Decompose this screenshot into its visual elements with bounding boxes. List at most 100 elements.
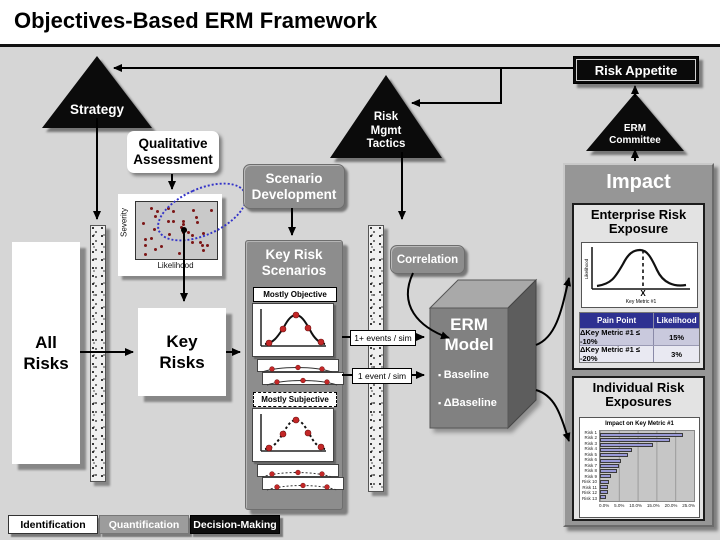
risk-dot: [182, 222, 186, 226]
scenario-development-node: Scenario Development: [243, 164, 345, 209]
risk-dot: [149, 236, 153, 240]
risk-dot: [194, 215, 198, 219]
pain-point-cell: ΔKey Metric #1 ≤ -10%: [580, 328, 655, 346]
risk-dot: [153, 247, 157, 251]
subjective-distribution-card: [252, 408, 334, 462]
objective-card-stack: [262, 372, 344, 386]
filter-bar-quantification: [368, 225, 384, 492]
risk-appetite-node: Risk Appetite: [573, 56, 699, 84]
risk-assessment-scatter: Severity Likelihood: [118, 170, 256, 276]
bar: [600, 490, 694, 495]
risk-dot: [167, 232, 171, 236]
tab-identification[interactable]: Identification: [8, 515, 98, 534]
risk-dot: [201, 249, 205, 253]
bar: [600, 463, 694, 468]
pain-table-header-1: Likelihood: [656, 316, 697, 325]
bar-chart-plot-area: [599, 430, 695, 502]
tab-quantification[interactable]: Quantification: [99, 515, 189, 534]
erm-delta-baseline-bullet: ΔBaseline: [438, 397, 497, 409]
risk-dot: [187, 230, 191, 234]
scatter-y-axis-label: Severity: [119, 208, 129, 237]
impact-panel: Impact Enterprise Risk Exposure X Key Me…: [563, 163, 714, 527]
bar: [600, 479, 694, 484]
one-plus-events-label: 1+ events / sim: [350, 330, 416, 346]
enterprise-risk-exposure-box: Enterprise Risk Exposure X Key Metric #1…: [572, 203, 705, 370]
pain-table-row: ΔKey Metric #1 ≤ -10% 15%: [580, 328, 699, 346]
diagram-canvas: Strategy Risk Mgmt Tactics ERM Committee…: [0, 47, 720, 540]
tab-decision-making[interactable]: Decision-Making: [190, 515, 280, 534]
risk-dot: [143, 243, 147, 247]
risk-dot: [178, 252, 182, 256]
pain-point-table: Pain Point Likelihood ΔKey Metric #1 ≤ -…: [579, 312, 700, 363]
enterprise-exposure-curve-chart: X Key Metric #1 Likelihood: [581, 242, 698, 308]
risk-dot: [166, 220, 170, 224]
risk-dot: [149, 207, 153, 211]
mostly-objective-label: Mostly Objective: [253, 287, 337, 302]
risk-dot: [141, 221, 145, 225]
risk-dot: [166, 207, 170, 211]
erm-committee-node: ERM Committee: [586, 93, 684, 151]
bar: [600, 469, 694, 474]
subjective-card-stack: [257, 464, 339, 478]
enterprise-risk-exposure-title: Enterprise Risk Exposure: [590, 207, 687, 237]
risk-dot: [190, 240, 194, 244]
bar-chart-title: Impact on Key Metric #1: [605, 421, 674, 427]
risk-dot: [153, 227, 157, 231]
all-risks-label: All Risks: [23, 332, 69, 373]
risk-dot: [201, 244, 205, 248]
risk-dot: [201, 232, 205, 236]
page-title: Objectives-Based ERM Framework: [14, 8, 378, 33]
scatter-x-axis-label: Likelihood: [157, 261, 194, 270]
qualitative-assessment-node: Qualitative Assessment: [127, 131, 219, 173]
bar: [600, 474, 694, 479]
risk-dot: [144, 237, 148, 241]
risk-dot: [154, 215, 158, 219]
key-risk-scenarios-panel: Key Risk Scenarios Mostly Objective: [245, 240, 344, 510]
selected-risk-dot: [181, 227, 187, 233]
likelihood-cell: 3%: [671, 349, 682, 359]
all-risks-node: All Risks: [12, 242, 80, 464]
one-event-label: 1 event / sim: [352, 368, 412, 384]
key-risk-scenarios-title: Key Risk Scenarios: [261, 247, 327, 278]
bar-chart-x-ticks: 0.0%5.0%10.0%15.0%20.0%25.0%: [599, 503, 695, 508]
pain-table-header-0: Pain Point: [580, 313, 655, 328]
risk-dot: [192, 208, 196, 212]
key-risks-label: Key Risks: [159, 331, 205, 372]
risk-mgmt-tactics-node: Risk Mgmt Tactics: [330, 75, 442, 158]
risk-dot: [210, 208, 214, 212]
risk-dot: [195, 220, 199, 224]
strategy-label: Strategy: [69, 102, 125, 117]
risk-dot: [156, 210, 160, 214]
scatter-plot-area: [135, 201, 218, 260]
objective-card-stack: [257, 359, 339, 373]
bar: [600, 453, 694, 458]
enterprise-chart-xlabel: Key Metric #1: [626, 299, 657, 305]
strategy-node: Strategy: [42, 56, 152, 128]
impact-title: Impact: [606, 171, 671, 193]
individual-risk-exposures-title: Individual Risk Exposures: [592, 380, 685, 410]
correlation-node: Correlation: [390, 245, 465, 274]
bar: [600, 432, 694, 437]
risk-dot: [181, 220, 185, 224]
qualitative-assessment-label: Qualitative Assessment: [133, 136, 213, 167]
risk-dot: [144, 252, 148, 256]
risk-dot: [190, 233, 194, 237]
key-risks-node: Key Risks: [138, 308, 226, 396]
correlation-label: Correlation: [396, 253, 459, 266]
enterprise-chart-ylabel: Likelihood: [584, 258, 589, 279]
individual-risk-exposures-box: Individual Risk Exposures Impact on Key …: [572, 376, 705, 521]
erm-model-label: ERM Model: [444, 315, 494, 355]
erm-baseline-bullet: Baseline: [438, 369, 489, 381]
bar: [600, 437, 694, 442]
risk-dot: [205, 244, 209, 248]
risk-appetite-label: Risk Appetite: [594, 62, 678, 78]
risk-dot: [199, 240, 203, 244]
risk-dot: [160, 245, 164, 249]
bar: [600, 448, 694, 453]
subjective-card-stack: [262, 477, 344, 491]
pain-point-cell: ΔKey Metric #1 ≤ -20%: [580, 345, 655, 363]
bar: [600, 484, 694, 489]
objective-distribution-card: [252, 303, 334, 357]
